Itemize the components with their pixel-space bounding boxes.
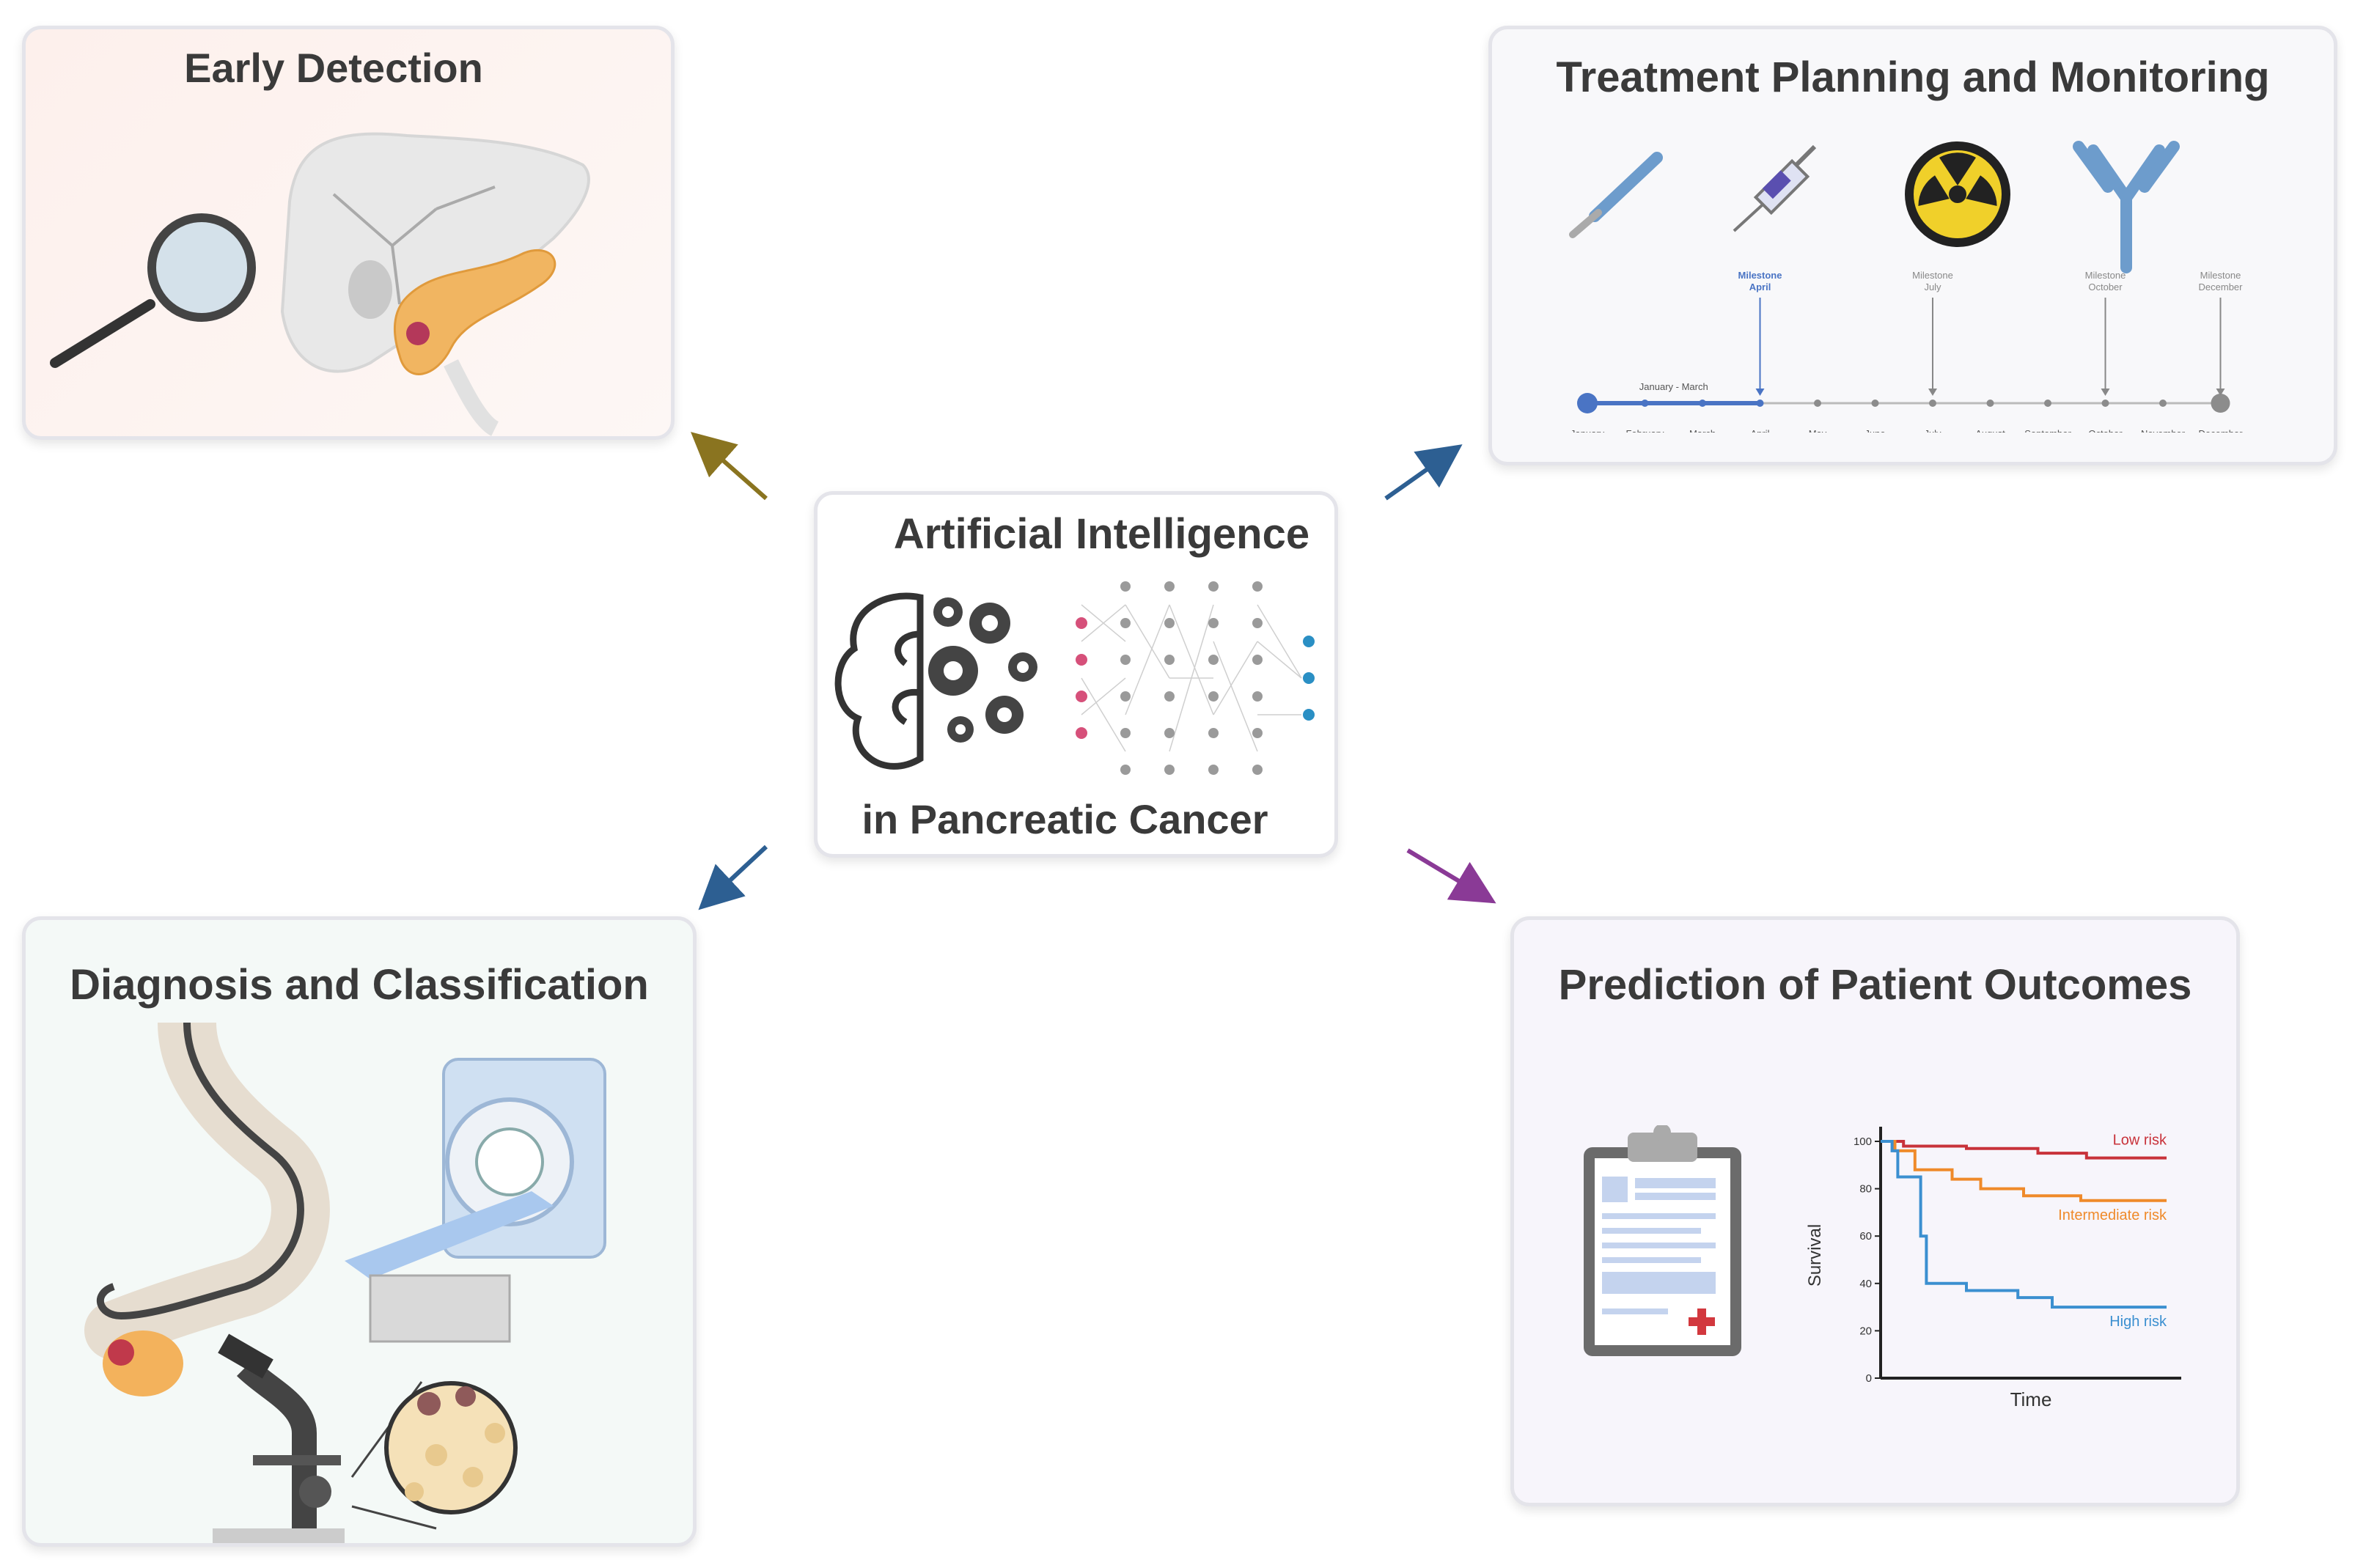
radiation-icon — [1905, 141, 2010, 247]
endoscope-stomach-icon — [84, 1023, 330, 1396]
timeline-node — [1699, 400, 1706, 407]
milestone-label: Milestone — [1738, 271, 1782, 281]
outcomes-panel: Prediction of Patient Outcomes 100 80 60 40… — [1510, 916, 2240, 1506]
y-tick-label: 20 — [1859, 1325, 1872, 1337]
ai-brain-network-illustration — [834, 581, 1315, 775]
milestone-arrowhead — [1928, 389, 1937, 396]
center-title-line2: in Pancreatic Cancer — [861, 796, 1268, 842]
pancreas-icon — [393, 249, 556, 375]
outcomes-title: Prediction of Patient Outcomes — [1558, 961, 2192, 1009]
timeline-node — [2159, 400, 2167, 407]
microscope-icon — [213, 1333, 345, 1543]
diagnosis-title: Diagnosis and Classification — [70, 961, 649, 1009]
arrow-to-early-detection — [691, 432, 768, 501]
treatment-icons — [1569, 141, 2180, 273]
milestone-label: Milestone — [2200, 271, 2241, 281]
gears-icon — [928, 597, 1037, 743]
syringe-icon — [1733, 144, 1817, 232]
milestone-arrowhead — [2216, 389, 2225, 396]
magnifying-glass-icon — [50, 213, 256, 368]
survival-curve — [1881, 1140, 2167, 1202]
survival-curve — [1881, 1140, 2167, 1160]
timeline-node — [1577, 393, 1598, 413]
timeline-month-label: September — [2024, 428, 2071, 433]
brain-icon — [834, 592, 924, 770]
milestone-month: October — [2088, 281, 2123, 292]
timeline-month-label: November — [2141, 428, 2186, 433]
series-label: Intermediate risk — [2058, 1207, 2167, 1223]
timeline-node — [1641, 400, 1649, 407]
output-nodes — [1303, 636, 1315, 721]
scalpel-icon — [1569, 152, 1663, 238]
timeline-month-label: June — [1864, 428, 1885, 433]
timeline-month-label: May — [1809, 428, 1827, 433]
clipboard-icon — [1584, 1125, 1741, 1356]
milestone-month: April — [1749, 281, 1771, 292]
timeline-node — [1986, 400, 1994, 407]
timeline-month-label: July — [1924, 428, 1941, 433]
milestone-month: July — [1924, 281, 1941, 292]
arrow-to-diagnosis — [698, 844, 768, 910]
tumor-icon — [406, 322, 430, 345]
treatment-title: Treatment Planning and Monitoring — [1556, 54, 2270, 101]
ct-scanner-icon — [345, 1058, 606, 1343]
timeline-range-label: January - March — [1639, 381, 1708, 392]
timeline-month-label: April — [1750, 428, 1769, 433]
timeline-month-label: October — [2088, 428, 2123, 433]
timeline-node — [1871, 400, 1879, 407]
tissue-cells-icon — [350, 1381, 518, 1530]
arrow-to-treatment — [1384, 444, 1463, 501]
timeline-month-label: March — [1689, 428, 1716, 433]
arrow-to-outcomes — [1406, 848, 1496, 904]
milestone-label: Milestone — [1912, 271, 1953, 281]
milestone-month: December — [2199, 281, 2244, 292]
timeline-node — [2211, 394, 2230, 413]
milestone-arrowhead — [1755, 389, 1765, 396]
series-label: Low risk — [2113, 1133, 2167, 1149]
neural-network-icon — [1081, 604, 1302, 752]
timeline-node — [2101, 400, 2109, 407]
diagnosis-panel: Diagnosis and Classification — [22, 916, 697, 1547]
timeline-node — [1756, 400, 1764, 407]
milestone-label: Milestone — [2085, 271, 2126, 281]
timeline-node — [1814, 400, 1821, 407]
milestone-arrowhead — [2101, 389, 2110, 396]
survival-curve — [1881, 1140, 2167, 1309]
y-tick-label: 80 — [1859, 1183, 1872, 1196]
timeline-month-label: August — [1975, 428, 2005, 433]
diagnosis-illustration — [84, 1023, 606, 1543]
gallbladder-icon — [348, 260, 392, 319]
y-tick-label: 40 — [1859, 1278, 1872, 1290]
timeline-node — [1929, 400, 1936, 407]
series-label: High risk — [2109, 1314, 2167, 1330]
timeline-node — [2044, 400, 2051, 407]
timeline-month-label: February — [1625, 428, 1664, 433]
early-detection-panel: Early Detection — [22, 26, 675, 440]
center-panel: Artificial Intelligence — [814, 491, 1338, 858]
y-tick-label: 0 — [1866, 1372, 1872, 1385]
center-title-line1: Artificial Intelligence — [893, 510, 1310, 558]
treatment-panel: Treatment Planning and Monitoring — [1488, 26, 2337, 465]
hidden-nodes — [1120, 581, 1263, 775]
treatment-timeline: January - MarchJanuary February March April… — [1570, 271, 2244, 433]
antibody-icon — [2073, 141, 2180, 273]
y-tick-label: 60 — [1859, 1230, 1872, 1243]
timeline-month-label: January — [1570, 428, 1605, 433]
input-nodes — [1076, 617, 1087, 739]
timeline-month-label: December — [2199, 428, 2244, 433]
y-axis-label: Survival — [1805, 1224, 1825, 1287]
y-tick-label: 100 — [1853, 1135, 1872, 1148]
x-axis-label: Time — [2010, 1388, 2052, 1410]
early-detection-title: Early Detection — [184, 45, 483, 91]
liver-pancreas-illustration — [50, 132, 590, 436]
